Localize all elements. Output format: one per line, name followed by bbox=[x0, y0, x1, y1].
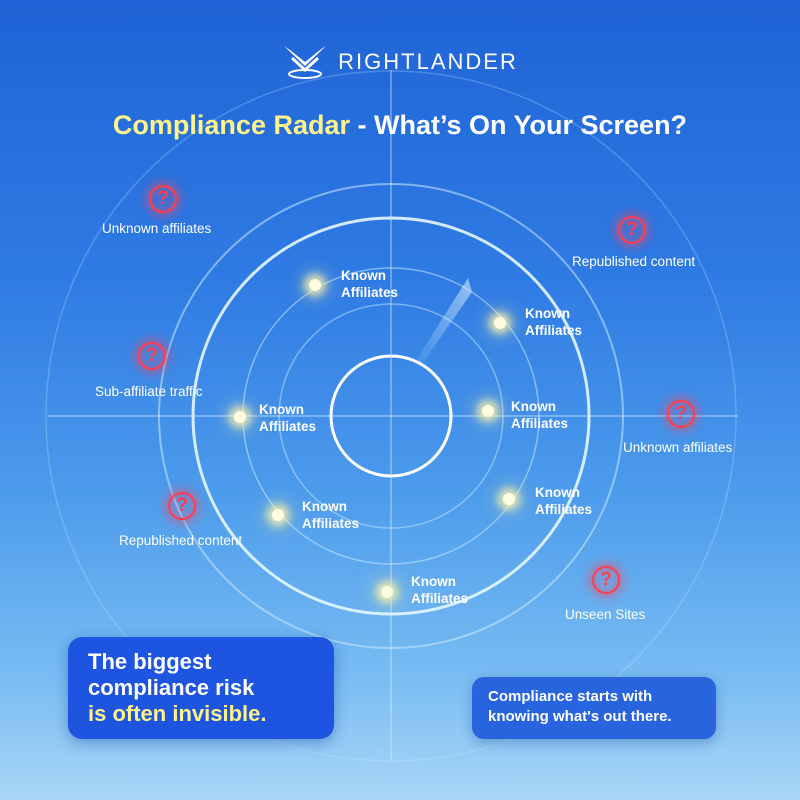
brand-name: RIGHTLANDER bbox=[338, 49, 518, 74]
known-label-line1: Known bbox=[511, 399, 556, 414]
known-affiliate-dot bbox=[309, 279, 321, 291]
known-label-line1: Known bbox=[259, 402, 304, 417]
known-label-line2: Affiliates bbox=[535, 502, 593, 517]
unknown-label: Unknown affiliates bbox=[623, 440, 733, 455]
known-affiliate-dot bbox=[482, 405, 494, 417]
known-label-line1: Known bbox=[411, 574, 456, 589]
known-affiliate-dot bbox=[503, 493, 515, 505]
known-affiliate-dot bbox=[234, 411, 246, 423]
radar-sweep-beam bbox=[415, 278, 472, 367]
known-label-line2: Affiliates bbox=[511, 416, 569, 431]
known-label-line1: Known bbox=[302, 499, 347, 514]
callout-right: Compliance starts with knowing what's ou… bbox=[472, 677, 716, 739]
known-affiliate-label: Known Affiliates bbox=[411, 573, 468, 607]
known-label-line2: Affiliates bbox=[525, 323, 583, 338]
question-mark-icon: ? bbox=[138, 342, 166, 370]
callout-left-line2: compliance risk bbox=[88, 675, 255, 700]
rightlander-logo-icon bbox=[284, 46, 327, 79]
known-label-line2: Affiliates bbox=[302, 516, 360, 531]
question-mark-icon: ? bbox=[618, 216, 646, 244]
known-label-line1: Known bbox=[525, 306, 570, 321]
unknown-label: Unseen Sites bbox=[565, 607, 646, 622]
known-affiliate-dot bbox=[381, 586, 393, 598]
callout-right-line2: knowing what's out there. bbox=[488, 708, 672, 725]
unknown-label: Sub-affiliate traffic bbox=[95, 384, 203, 399]
title-rest: - What’s On Your Screen? bbox=[350, 110, 688, 140]
known-affiliate-dot bbox=[272, 509, 284, 521]
question-mark-icon: ? bbox=[149, 185, 177, 213]
known-label-line2: Affiliates bbox=[411, 591, 469, 606]
brand-logo: RIGHTLANDER bbox=[0, 44, 800, 85]
known-affiliate-label: Known Affiliates bbox=[302, 498, 359, 532]
known-label-line2: Affiliates bbox=[259, 419, 317, 434]
callout-left-line1: The biggest bbox=[88, 649, 212, 674]
callout-left-line3: is often invisible. bbox=[88, 701, 267, 726]
known-affiliate-label: Known Affiliates bbox=[511, 398, 568, 432]
known-affiliate-label: Known Affiliates bbox=[259, 401, 316, 435]
known-affiliate-label: Known Affiliates bbox=[535, 484, 592, 518]
known-label-line1: Known bbox=[535, 485, 580, 500]
page-title: Compliance Radar - What’s On Your Screen… bbox=[0, 110, 800, 141]
known-label-line1: Known bbox=[341, 268, 386, 283]
unknown-label: Republished content bbox=[572, 254, 696, 269]
question-mark-icon: ? bbox=[592, 566, 620, 594]
known-affiliate-dot bbox=[494, 317, 506, 329]
known-affiliate-label: Known Affiliates bbox=[341, 267, 398, 301]
unknown-label: Republished content bbox=[119, 533, 243, 548]
title-highlight: Compliance Radar bbox=[112, 110, 350, 140]
question-mark-icon: ? bbox=[667, 400, 695, 428]
known-affiliate-label: Known Affiliates bbox=[525, 305, 582, 339]
unknown-label: Unknown affiliates bbox=[102, 221, 212, 236]
known-label-line2: Affiliates bbox=[341, 285, 399, 300]
callout-right-line1: Compliance starts with bbox=[488, 688, 653, 705]
callout-left: The biggest compliance risk is often inv… bbox=[68, 637, 334, 739]
question-mark-icon: ? bbox=[168, 492, 196, 520]
